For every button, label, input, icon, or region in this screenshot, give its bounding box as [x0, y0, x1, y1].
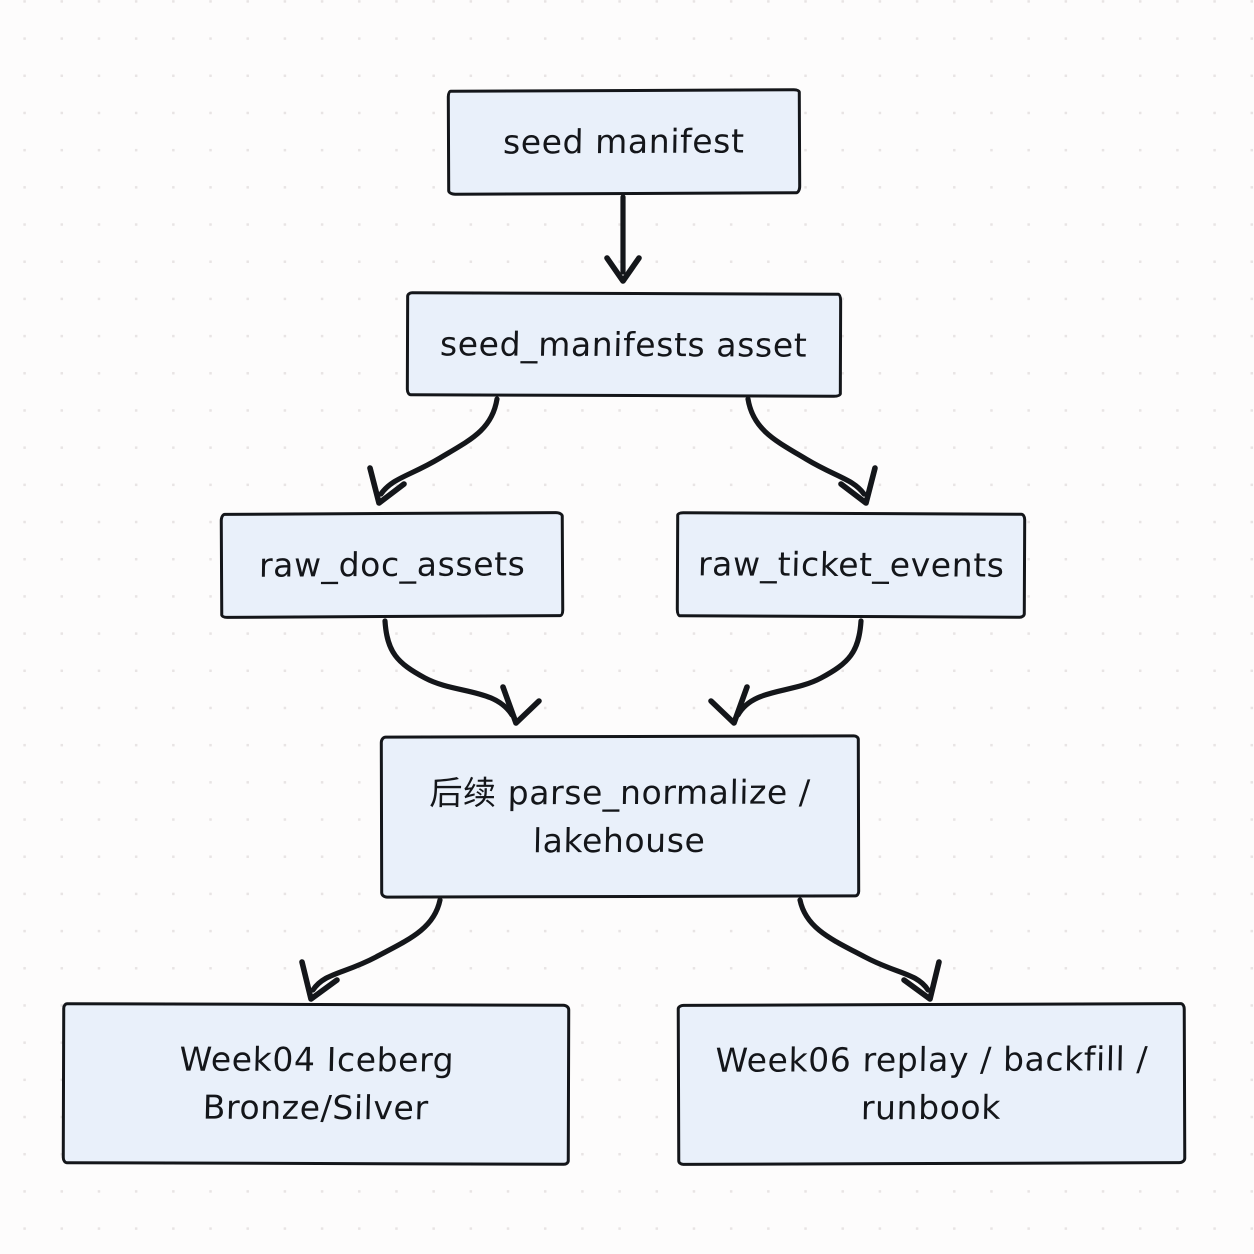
node-seed-manifests-asset[interactable]: seed_manifests asset [405, 291, 843, 398]
node-label: seed manifest [502, 121, 746, 162]
edge-parse-normalize-to-week04 [299, 897, 443, 1002]
node-label: 后续 parse_normalize / lakehouse [429, 772, 812, 860]
node-seed-manifest[interactable]: seed manifest [446, 88, 802, 196]
node-label: Week04 Iceberg Bronze/Silver [178, 1039, 455, 1128]
edge-seed-manifest-to-seed-asset [604, 194, 642, 284]
edge-seed-asset-to-raw-doc [367, 396, 500, 506]
node-raw-ticket-events[interactable]: raw_ticket_events [675, 511, 1027, 619]
node-week06-replay[interactable]: Week06 replay / backfill / runbook [676, 1002, 1187, 1166]
node-label: Week06 replay / backfill / runbook [715, 1039, 1149, 1128]
edge-raw-doc-to-parse-normalize [382, 618, 542, 726]
node-raw-doc-assets[interactable]: raw_doc_assets [219, 511, 565, 619]
node-label: raw_ticket_events [697, 544, 1005, 585]
node-label: raw_doc_assets [258, 544, 526, 585]
node-week04-iceberg[interactable]: Week04 Iceberg Bronze/Silver [61, 1002, 571, 1166]
edge-raw-ticket-to-parse-normalize [708, 618, 864, 726]
edge-seed-asset-to-raw-ticket [745, 396, 878, 506]
node-label: seed_manifests asset [439, 323, 809, 365]
node-parse-normalize-lakehouse[interactable]: 后续 parse_normalize / lakehouse [379, 734, 861, 899]
edge-parse-normalize-to-week06 [797, 897, 942, 1002]
